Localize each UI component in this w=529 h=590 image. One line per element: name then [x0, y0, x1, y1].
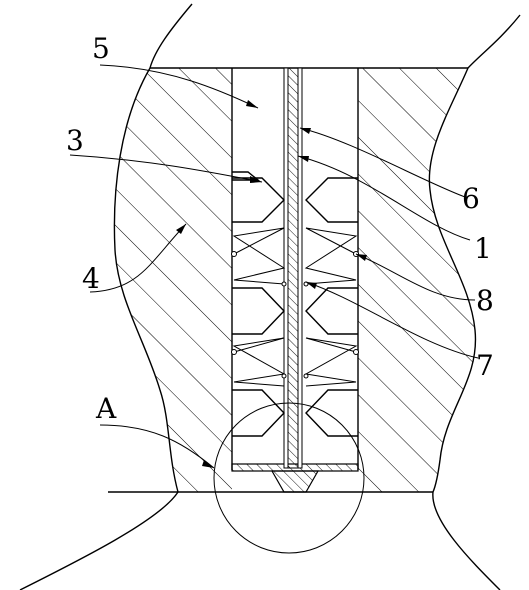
- base-plug: [270, 470, 320, 493]
- arrow-a: [202, 460, 214, 468]
- label-4: 4: [82, 262, 100, 295]
- label-3: 3: [66, 124, 84, 157]
- central-rod-core: [287, 67, 299, 469]
- hex-disc-left-1: [232, 171, 260, 181]
- hex-disc-right-3: [305, 389, 358, 437]
- pivot-dot: [231, 349, 237, 355]
- leader-6: [299, 127, 466, 198]
- leader-5: [99, 64, 259, 109]
- pivot-dot: [281, 373, 287, 379]
- pivot-dot: [231, 251, 237, 257]
- leader-8: [355, 253, 476, 301]
- left-wall-hatching: [114, 68, 232, 492]
- arrow-4: [176, 224, 186, 234]
- hex-disc-left-1b: [232, 177, 285, 223]
- leader-a: [99, 424, 215, 469]
- hex-disc-right-1: [305, 177, 358, 223]
- pivot-dot: [303, 373, 309, 379]
- pivot-dot: [353, 349, 359, 355]
- leader-4: [89, 223, 187, 293]
- label-6: 6: [462, 182, 480, 215]
- leader-1: [297, 155, 471, 241]
- central-rod-right: [297, 67, 303, 469]
- arrow-8: [356, 254, 367, 261]
- detail-circle-a: [213, 402, 365, 554]
- spring-right-2: [304, 337, 358, 387]
- label-1: 1: [474, 232, 492, 265]
- spring-left-1: [232, 227, 286, 285]
- arrow-3: [250, 176, 262, 183]
- label-a: A: [95, 392, 117, 425]
- leader-3: [69, 154, 263, 183]
- hex-disc-left-3: [232, 389, 285, 437]
- arrow-1: [298, 156, 309, 162]
- arrow-7: [306, 282, 317, 289]
- label-5: 5: [92, 32, 110, 65]
- label-7: 7: [476, 349, 494, 382]
- arrow-6: [300, 128, 311, 134]
- spring-right-1: [304, 227, 358, 285]
- hex-disc-right-2: [305, 287, 358, 335]
- right-wall-hatching: [358, 68, 476, 492]
- hex-disc-left-2: [232, 287, 285, 335]
- pivot-dot: [281, 281, 287, 287]
- leader-7: [305, 281, 479, 359]
- spring-left-2: [232, 337, 286, 387]
- arrow-5: [246, 100, 258, 108]
- label-8: 8: [476, 284, 494, 317]
